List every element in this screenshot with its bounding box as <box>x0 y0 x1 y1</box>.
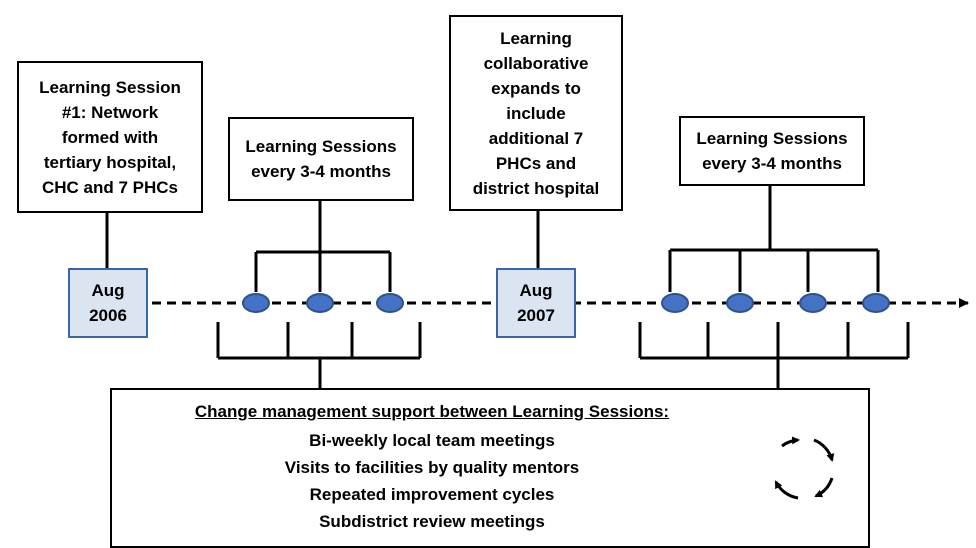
session-nodes <box>242 293 890 313</box>
change-management-support-box: Change management support between Learni… <box>110 388 870 548</box>
session-node <box>242 293 270 313</box>
support-title: Change management support between Learni… <box>194 402 670 421</box>
timeline-diagram <box>105 186 969 388</box>
bracket-support-right <box>638 322 910 388</box>
sessions-b-box: Learning Sessions every 3-4 months <box>679 116 865 186</box>
expansion-line: district hospital <box>472 178 600 198</box>
expansion-line: additional 7 <box>488 128 584 148</box>
sessions-a-line: every 3-4 months <box>251 162 391 181</box>
session1-line: Learning Session <box>39 77 181 97</box>
expansion-line: expands to <box>491 78 581 98</box>
sessions-a-box: Learning Sessions every 3-4 months <box>228 117 414 201</box>
support-item: Subdistrict review meetings <box>319 512 545 531</box>
expansion-line: PHCs and <box>495 153 577 173</box>
date-month: Aug <box>91 281 125 300</box>
support-item: Repeated improvement cycles <box>309 485 555 504</box>
expansion-line: collaborative <box>483 53 589 73</box>
bracket-support-left <box>216 322 422 388</box>
circular-arrows-icon <box>774 436 835 500</box>
session-node <box>376 293 404 313</box>
sessions-b-line: every 3-4 months <box>702 154 842 173</box>
bracket-sessions-b-top <box>668 186 880 292</box>
expansion-line: include <box>506 103 566 123</box>
date-month: Aug <box>519 281 553 300</box>
session-node <box>862 293 890 313</box>
session-node <box>661 293 689 313</box>
session1-line: tertiary hospital, <box>43 152 177 172</box>
session1-line: CHC and 7 PHCs <box>41 177 179 197</box>
session-node <box>306 293 334 313</box>
session1-line: formed with <box>61 127 159 147</box>
date-year: 2007 <box>517 306 555 325</box>
sessions-a-line: Learning Sessions <box>245 137 397 156</box>
expansion-box: Learning collaborative expands to includ… <box>449 15 623 211</box>
date-aug-2007: Aug 2007 <box>496 268 576 338</box>
support-item: Bi-weekly local team meetings <box>309 431 555 450</box>
session-node <box>726 293 754 313</box>
expansion-line: Learning <box>500 28 572 48</box>
date-aug-2006: Aug 2006 <box>68 268 148 338</box>
bracket-sessions-a-top <box>254 201 392 292</box>
support-item: Visits to facilities by quality mentors <box>284 458 580 477</box>
session-node <box>799 293 827 313</box>
session1-box: Learning Session #1: Network formed with… <box>17 61 203 213</box>
sessions-b-line: Learning Sessions <box>696 129 848 148</box>
session1-line: #1: Network <box>61 102 159 122</box>
date-year: 2006 <box>89 306 127 325</box>
